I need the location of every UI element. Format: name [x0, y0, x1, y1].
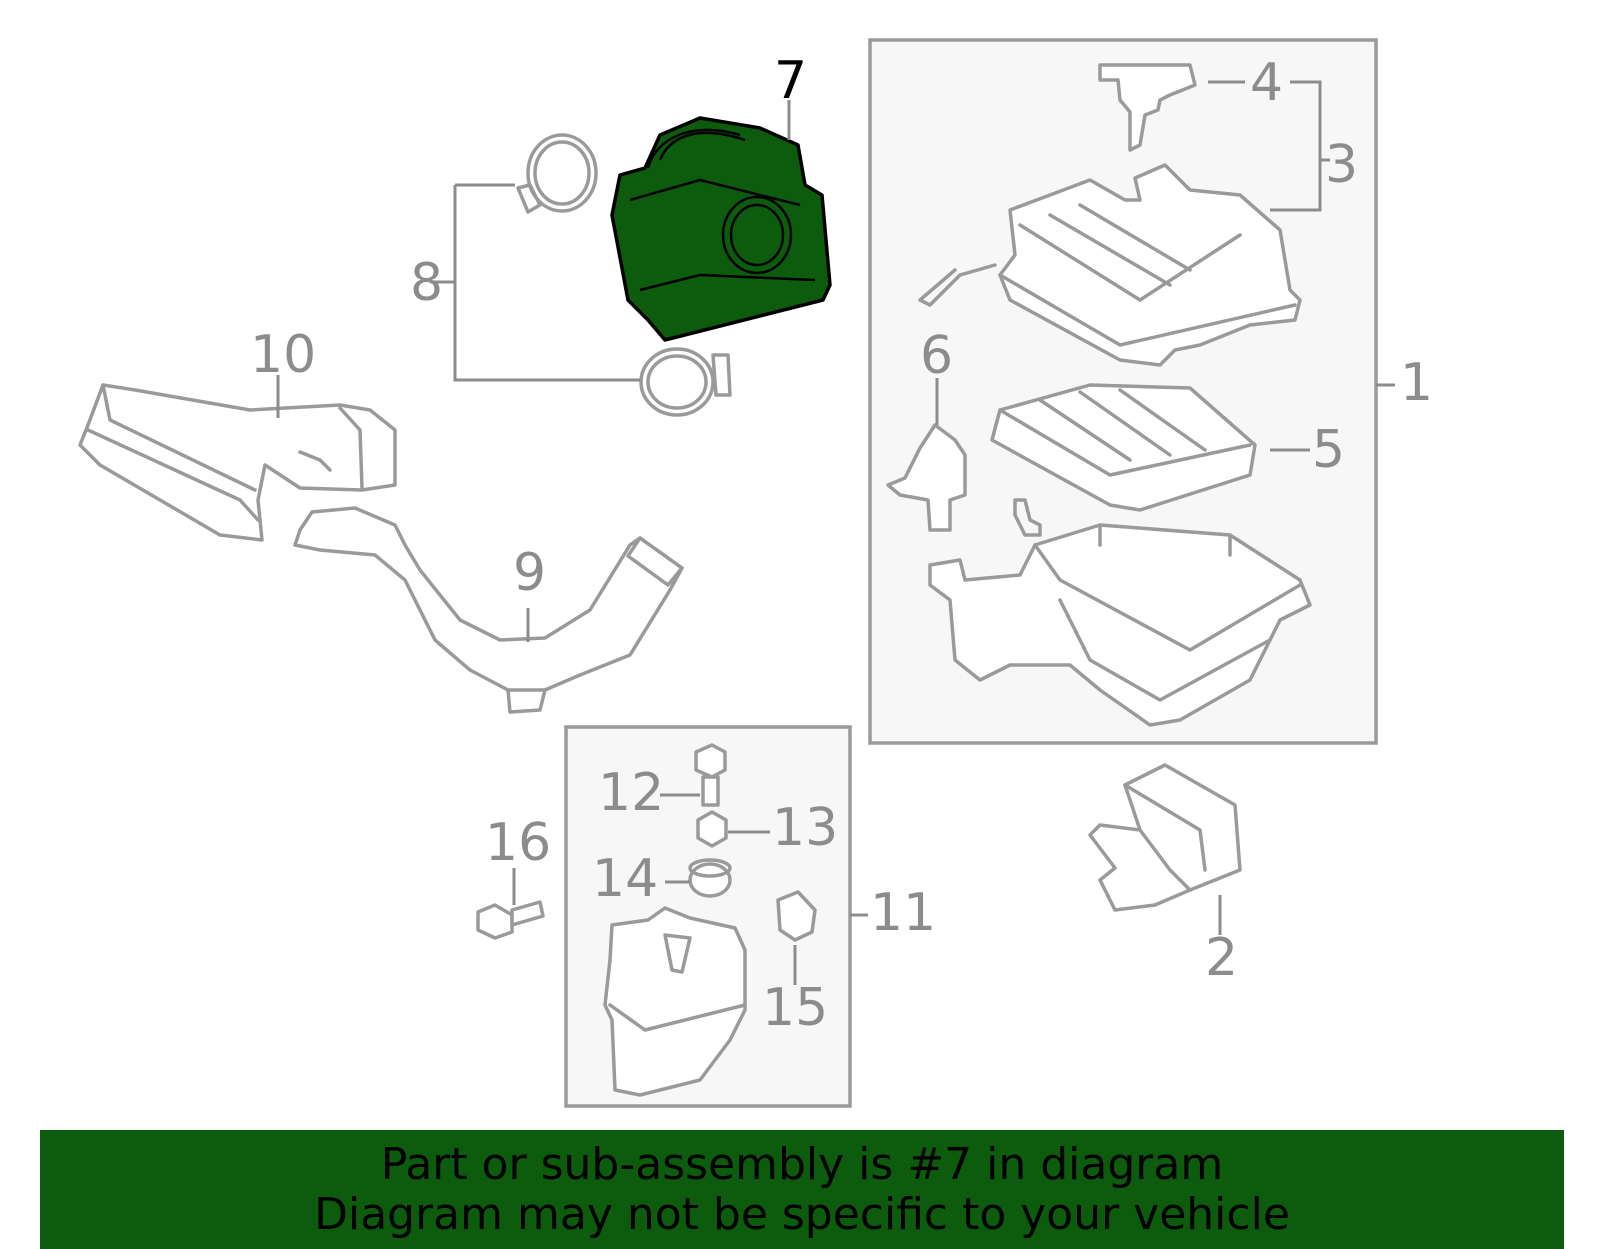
part-1-lower-housing — [928, 523, 1312, 727]
part-5-filter — [990, 383, 1257, 512]
part-8-clamps — [516, 133, 732, 417]
part-7-highlighted[interactable] — [610, 116, 832, 342]
callout-2: 2 — [1205, 928, 1238, 988]
banner-line-1: Part or sub-assembly is #7 in diagram — [380, 1138, 1224, 1190]
part-15-grommet — [776, 890, 817, 942]
callout-8: 8 — [410, 253, 443, 313]
callout-15: 15 — [762, 978, 828, 1038]
part-12-bolt — [694, 743, 727, 807]
callout-9: 9 — [513, 543, 546, 603]
part-4-sensor — [1098, 63, 1197, 152]
part-14-cap — [688, 858, 732, 898]
callout-4: 4 — [1250, 53, 1283, 113]
callout-3: 3 — [1325, 135, 1358, 195]
callout-7: 7 — [774, 51, 807, 111]
part-16-bolt — [476, 900, 545, 940]
callout-13: 13 — [772, 798, 838, 858]
part-9-hose — [293, 506, 684, 714]
callout-11: 11 — [870, 883, 936, 943]
callout-6: 6 — [920, 326, 953, 386]
callout-10: 10 — [250, 325, 316, 385]
callout-16: 16 — [485, 813, 551, 873]
callout-1: 1 — [1400, 353, 1433, 413]
part-6-sensor — [886, 423, 1042, 537]
callout-12: 12 — [598, 763, 664, 823]
callout-14: 14 — [592, 849, 658, 909]
banner-line-2: Diagram may not be specific to your vehi… — [314, 1188, 1290, 1240]
callout-5: 5 — [1312, 420, 1345, 480]
part-3-upper-housing — [918, 163, 1302, 367]
part-11-tank — [603, 906, 747, 1097]
part-10-duct — [78, 383, 397, 542]
leader-lines — [276, 80, 1395, 985]
info-banner: Part or sub-assembly is #7 in diagram Di… — [40, 1130, 1564, 1249]
part-2-bracket — [1088, 763, 1242, 912]
part-13-nut — [696, 810, 728, 848]
